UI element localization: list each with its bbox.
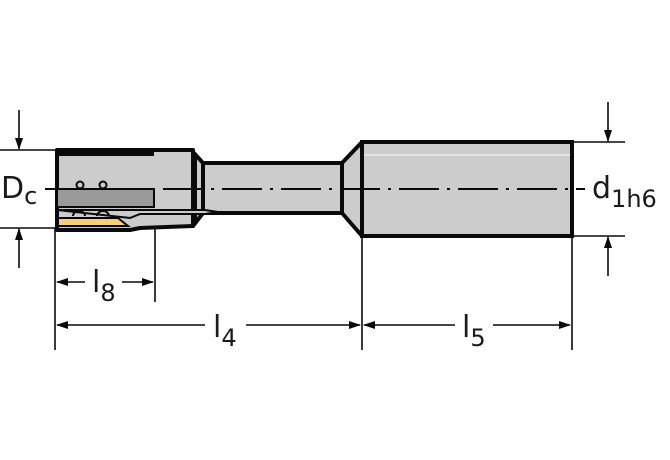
label-d1h6: d1h6 [592,171,657,213]
top-edge [57,148,154,156]
flute [56,188,155,208]
label-l8: l8 [92,265,116,307]
label-Dc: Dc [1,171,37,210]
label-l4: l4 [213,310,237,352]
label-l5: l5 [462,310,486,352]
screw-icon [72,210,86,217]
extension-lines [0,141,625,350]
screw-icon [98,180,108,190]
insert [57,217,131,227]
chip-lip [56,209,219,220]
screw-icon [96,210,110,217]
